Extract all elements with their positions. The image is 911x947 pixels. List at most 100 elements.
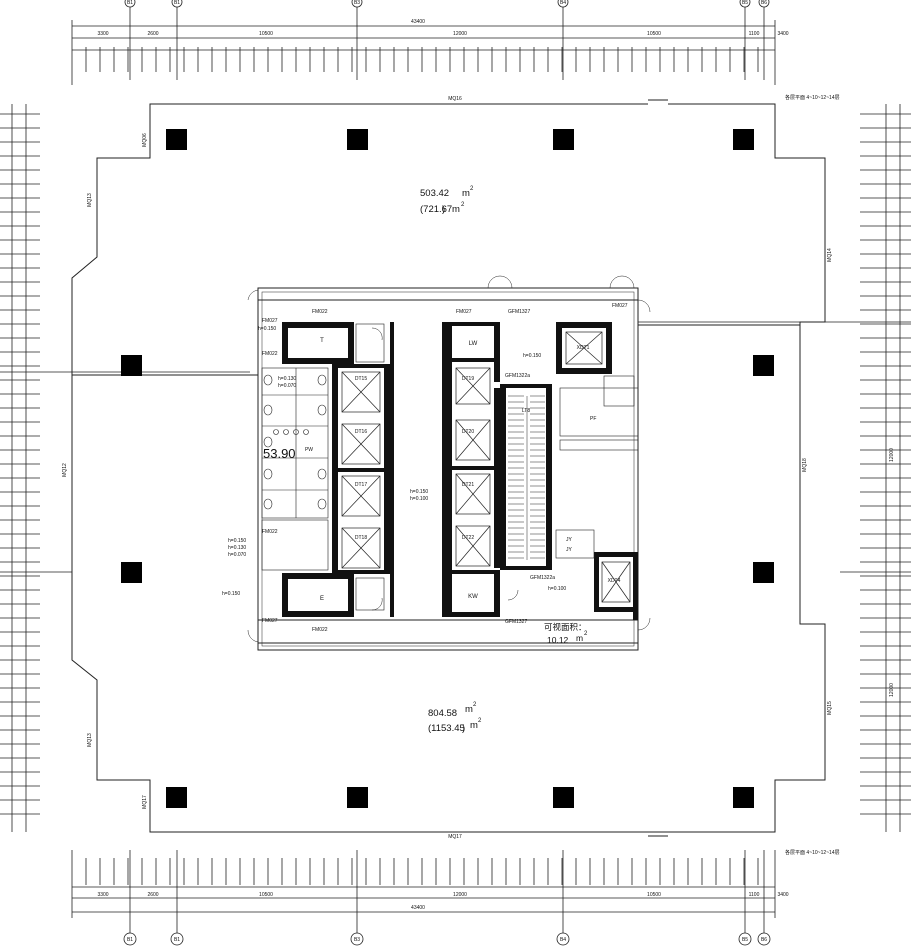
elevator-car [455,419,491,461]
north-area-total-unit: m [452,204,460,215]
south-area-unit-sup: 2 [473,702,477,708]
stair-label-lt8: LT8 [522,408,530,414]
elevator-label-dt19: DT19 [462,376,474,382]
bottom-dim-2: 2600 [147,892,158,898]
bottom-dimension-text: 3300 2600 10500 12000 10500 1100 3400 43… [97,892,788,911]
elevator-car [341,371,381,413]
fm-label-2: FM022 [262,351,278,357]
right-dim-12000-lower: 12000 [889,683,895,697]
fm-label-3: FM022 [262,529,278,535]
elevator-car [341,423,381,465]
top-dim-3: 10500 [259,31,273,37]
top-dim-7: 3400 [777,31,788,37]
dimension-tick [341,371,381,413]
door-swings [247,275,651,643]
height-note-6: h=0.150 [228,538,246,544]
dimension-tick [601,561,631,603]
elevator-car [341,527,381,569]
height-note-10: h=0.100 [548,586,566,592]
south-area-value: 804.58 [428,708,457,719]
level-mark: 53.90 [263,446,296,461]
elevator-label-dt16: DT16 [355,429,367,435]
fm-label-6: FM027 [262,618,278,624]
height-note-1: h=0.150 [258,326,276,332]
corner-tag-top-right: 各层平面 4~10~12~14层 [785,94,840,101]
bottom-dim-5: 10500 [647,892,661,898]
height-note-8: h=0.070 [228,552,246,558]
room-label-e: E [320,596,324,602]
wall-label-bottom: MQ17 [448,834,462,840]
fm-label-5: FM027 [262,318,278,324]
height-note-7: h=0.130 [228,545,246,551]
bottom-dim-4: 12000 [453,892,467,898]
bottom-overall-dimension: 43400 [411,905,425,911]
top-dimension-strip [71,4,776,85]
top-dim-1: 3300 [97,31,108,37]
dimension-tick [341,475,381,517]
bottom-axis-label-4: B4 [560,937,566,943]
wall-label-left-middle: MQ12 [62,463,68,477]
dimension-tick [341,527,381,569]
height-note-5: h=0.100 [410,496,428,502]
south-area-total-unit-sup: 2 [478,718,482,724]
visible-area-value: 10.12 [547,635,569,645]
jy-label-1: JY [566,537,573,543]
south-area-total-unit: m [470,720,478,731]
elevator-car [455,367,491,405]
south-area-total: (1153.45 [428,723,465,734]
core-thick-walls [282,322,638,620]
height-note-9: h=0.150 [222,591,240,597]
dimension-tick [455,367,491,405]
wall-label-left-upper: MQ13 [87,193,93,207]
height-note-2: h=0.130 [278,376,296,382]
elevator-label-dt15: DT15 [355,376,367,382]
height-note-11: h=0.150 [523,353,541,359]
north-area-value: 503.42 [420,188,449,199]
top-axis-label-3: B3 [354,0,360,6]
fm-label-7: FM027 [612,303,628,309]
wall-label-left-bottom-short: MQ17 [142,795,148,809]
top-dim-4: 12000 [453,31,467,37]
elevator-cars [341,331,631,603]
room-label-lw: LW [469,341,478,347]
right-dim-12000: 12000 [889,448,895,462]
wall-label-top: MQ16 [448,96,462,102]
north-area-total-close: ) [442,204,445,215]
door-label-2: GFM1327 [505,619,527,625]
bottom-axis-label-6: B6 [761,937,767,943]
door-label-3: GFM1322a [505,373,530,379]
wall-labels: MQ16 MQ17 MQ13 MQ12 MQ13 MQ06 MQ17 MQ14 … [62,96,833,840]
wall-label-left-lower: MQ13 [87,733,93,747]
core-labels: T E LW KW PW DT15 DT16 DT17 DT18 DT19 DT… [222,303,628,645]
elevator-car [601,561,631,603]
restroom-stalls [261,323,639,611]
core-outline [257,287,639,651]
bottom-axis-label-2: B1 [174,937,180,943]
stair-treads [508,395,545,560]
door-label-4: GFM1322a [530,575,555,581]
wall-label-right-lower: MQ15 [827,701,833,715]
south-area-label: 804.58 m 2 (1153.45 ) m 2 [428,702,482,734]
bottom-dim-6: 1100 [749,892,760,898]
elevator-car [565,331,603,365]
bottom-dim-3: 10500 [259,892,273,898]
north-area-unit-sup: 2 [470,186,474,192]
south-area-total-close: ) [462,723,465,734]
dimension-tick [341,423,381,465]
north-area-label: 503.42 m 2 (721.67 ) m 2 [420,186,474,215]
top-axis-label-1: B1 [127,0,133,6]
top-axis-label-2: B1 [174,0,180,6]
elevator-label-dt20: DT20 [462,429,474,435]
elevator-label-xdt4: XDT4 [608,578,621,584]
top-dimension-text: 43400 3300 2600 10500 12000 10500 1100 3… [97,19,788,37]
height-note-4: h=0.150 [410,489,428,495]
top-dim-5: 10500 [647,31,661,37]
wall-label-right-upper: MQ14 [827,248,833,262]
jy-label-2: JY [566,547,573,553]
wall-label-right-middle: MQ18 [802,458,808,472]
fm-label-8: FM027 [456,309,472,315]
top-axis-label-6: B6 [761,0,767,6]
wall-label-left-top-short: MQ06 [142,133,148,147]
bottom-axis-label-3: B3 [354,937,360,943]
